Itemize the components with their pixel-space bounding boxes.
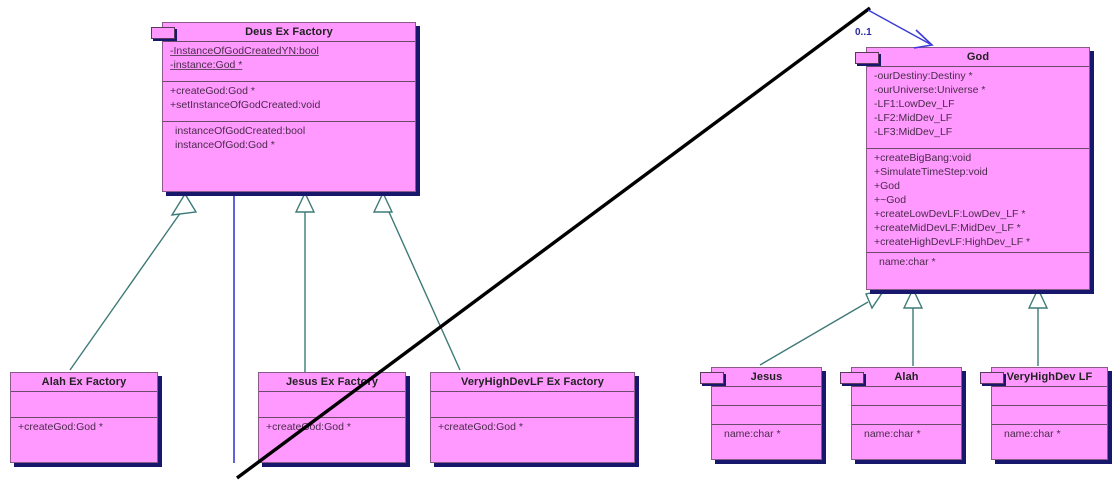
class-compartment-responsibilities: name:char * [867, 253, 1089, 284]
class-title: VeryHighDev LF [992, 368, 1107, 388]
class-compartment-attributes [852, 387, 961, 407]
class-compartment-attributes [431, 392, 634, 419]
class-member: +SimulateTimeStep:void [874, 166, 988, 179]
class-compartment-operations [852, 406, 961, 426]
gen-alah-factory-to-deus [69, 192, 198, 371]
class-compartment-attributes [259, 392, 405, 419]
interface-nub-icon [980, 372, 1004, 384]
class-title: God [867, 48, 1089, 68]
class-title: Alah [852, 368, 961, 388]
class-member: instanceOfGod:God * [175, 139, 275, 152]
class-member: name:char * [864, 428, 921, 441]
class-compartment-attributes [11, 392, 157, 419]
class-member: name:char * [724, 428, 781, 441]
class-member: -ourDestiny:Destiny * [874, 70, 973, 83]
class-member: +setInstanceOfGodCreated:void [170, 99, 321, 112]
uml-class-god[interactable]: God-ourDestiny:Destiny *-ourUniverse:Uni… [855, 47, 1090, 290]
class-member: -LF2:MidDev_LF [874, 112, 953, 125]
uml-class-jesus[interactable]: Jesus name:char * [700, 367, 822, 460]
gen-vhdlf-to-god [1027, 287, 1049, 366]
gen-alah-to-god [902, 287, 924, 366]
class-member: +createGod:God * [170, 85, 255, 98]
class-member: -InstanceOfGodCreatedYN:bool [170, 45, 319, 58]
uml-class-alah[interactable]: Alah name:char * [840, 367, 962, 460]
uml-class-alah-ex-factory[interactable]: Alah Ex Factory +createGod:God * [10, 372, 158, 463]
class-member: +~God [874, 194, 907, 207]
class-member: -instance:God * [170, 59, 243, 72]
class-member: +createGod:God * [438, 421, 523, 434]
class-compartment-operations: +createBigBang:void+SimulateTimeStep:voi… [867, 149, 1089, 254]
interface-nub-icon [700, 372, 724, 384]
class-compartment-attributes [712, 387, 821, 407]
class-member: -LF3:MidDev_LF [874, 126, 953, 139]
class-compartment-attributes [992, 387, 1107, 407]
class-member: -LF1:LowDev_LF [874, 98, 955, 111]
assoc-deus-to-god-arrow [867, 9, 934, 49]
class-compartment-attributes: -InstanceOfGodCreatedYN:bool-instance:Go… [163, 42, 415, 83]
class-title: Jesus [712, 368, 821, 388]
class-compartment-responsibilities: name:char * [712, 425, 821, 459]
class-compartment-operations: +createGod:God *+setInstanceOfGodCreated… [163, 82, 415, 123]
gen-jesus-factory-to-deus [294, 191, 316, 372]
uml-class-veryhighdev-lf[interactable]: VeryHighDev LF name:char * [980, 367, 1108, 460]
class-title: VeryHighDevLF Ex Factory [431, 373, 634, 393]
class-member: +createGod:God * [266, 421, 351, 434]
uml-class-deus-ex-factory[interactable]: Deus Ex Factory-InstanceOfGodCreatedYN:b… [151, 22, 416, 192]
class-member: +createGod:God * [18, 421, 103, 434]
class-title: Jesus Ex Factory [259, 373, 405, 393]
class-title: Deus Ex Factory [163, 23, 415, 43]
class-compartment-responsibilities: name:char * [992, 425, 1107, 459]
class-member: name:char * [1004, 428, 1061, 441]
uml-class-veryhighdevlf-ex-factory[interactable]: VeryHighDevLF Ex Factory +createGod:God * [430, 372, 635, 463]
class-member: +God [874, 180, 900, 193]
class-member: +createLowDevLF:LowDev_LF * [874, 208, 1026, 221]
class-compartment-operations: +createGod:God * [11, 418, 157, 460]
class-member: +createMidDevLF:MidDev_LF * [874, 222, 1021, 235]
class-title: Alah Ex Factory [11, 373, 157, 393]
class-member: -ourUniverse:Universe * [874, 84, 986, 97]
class-compartment-operations [712, 406, 821, 426]
class-member: name:char * [879, 256, 936, 269]
class-compartment-operations: +createGod:God * [259, 418, 405, 460]
class-compartment-responsibilities: name:char * [852, 425, 961, 459]
class-member: +createHighDevLF:HighDev_LF * [874, 236, 1031, 249]
class-member: +createBigBang:void [874, 152, 972, 165]
class-compartment-operations [992, 406, 1107, 426]
interface-nub-icon [840, 372, 864, 384]
multiplicity-label-god-assoc-mult: 0..1 [855, 27, 872, 38]
gen-jesus-to-god [759, 288, 886, 366]
class-member: instanceOfGodCreated:bool [175, 125, 306, 138]
class-compartment-operations: +createGod:God * [431, 418, 634, 460]
interface-nub-icon [151, 27, 175, 39]
class-compartment-attributes: -ourDestiny:Destiny *-ourUniverse:Univer… [867, 67, 1089, 150]
gen-vhdlf-factory-to-deus [372, 191, 461, 371]
interface-nub-icon [855, 52, 879, 64]
uml-class-jesus-ex-factory[interactable]: Jesus Ex Factory +createGod:God * [258, 372, 406, 463]
